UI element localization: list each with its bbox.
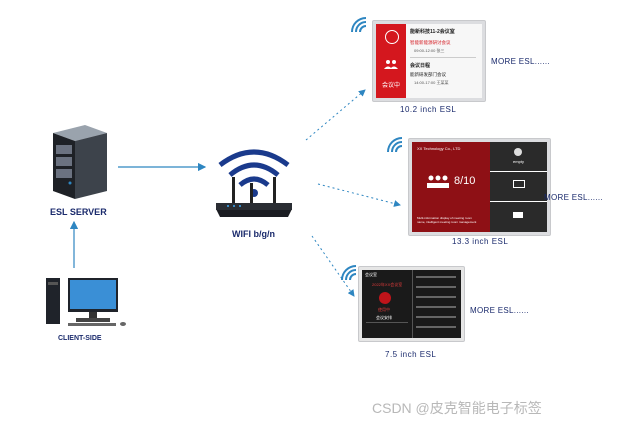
esl3-list-title: 会议安排 [376, 315, 392, 320]
router-to-esl3-link [311, 235, 355, 297]
esl2-slot1: empty [513, 159, 524, 164]
wifi-signal-icon [387, 137, 403, 153]
esl2-company: XX Technology Co., LTD [417, 146, 461, 151]
divider [412, 270, 413, 338]
esl-7-5-inch: 会议室 2022年XX会议室 使用中 会议安排 [358, 266, 465, 342]
desktop-computer-icon [46, 278, 126, 326]
esl1-red-panel: 会议中 [376, 24, 406, 98]
esl3-icon-row [366, 322, 408, 335]
esl2-more-label: MORE ESL...... [544, 193, 603, 202]
esl3-title: 会议室 [365, 272, 377, 277]
esl2-side-panel: empty [490, 142, 547, 232]
meeting-people-icon [426, 174, 450, 195]
device-icon [513, 212, 523, 218]
server-label: ESL SERVER [50, 207, 107, 217]
esl2-size-label: 13.3 inch ESL [452, 237, 509, 246]
esl1-time1: 09:00-12:00 张三 [414, 48, 445, 53]
wifi-router-icon [216, 149, 292, 217]
esl-13-3-inch: XX Technology Co., LTD 8/10 Multi-inform… [408, 138, 551, 236]
esl1-item1: 智能新能源研讨会议 [410, 40, 451, 45]
screen-icon [513, 180, 525, 188]
router-to-esl1-link [305, 89, 366, 141]
divider [410, 57, 476, 58]
router-to-esl2-link [317, 183, 401, 207]
wifi-signal-icon [351, 17, 367, 33]
esl1-more-label: MORE ESL...... [491, 57, 550, 66]
user-icon [514, 148, 522, 156]
esl2-footer: Multi-information display of meeting roo… [417, 216, 477, 224]
esl3-more-label: MORE ESL...... [470, 306, 529, 315]
esl-server [45, 121, 113, 199]
esl1-item2: 能新研发部门会议 [410, 72, 446, 77]
esl-10-2-inch: 会议中 能新科技11-2会议室 智能新能源研讨会议 09:00-12:00 张三… [372, 20, 486, 102]
client-label: CLIENT-SIDE [58, 335, 102, 342]
esl1-room-status: 会议中 [381, 83, 400, 89]
wifi-signal-icon [341, 265, 357, 281]
esl3-room-name: 2022年XX会议室 [372, 282, 403, 287]
router-label: WIFI b/g/n [232, 229, 275, 239]
esl1-size-label: 10.2 inch ESL [400, 105, 457, 114]
logo-icon [385, 30, 399, 44]
esl3-status: 使用中 [378, 307, 390, 312]
status-icon [379, 292, 391, 304]
esl1-top-title: 能新科技11-2会议室 [410, 29, 455, 35]
people-icon [384, 56, 398, 69]
server-tower-icon [53, 125, 107, 199]
esl1-time2: 14:00-17:00 王某某 [414, 80, 449, 85]
wifi-router [212, 145, 296, 221]
client-computer [44, 276, 128, 328]
esl2-count: 8/10 [454, 175, 476, 187]
esl1-section2: 会议日程 [410, 63, 431, 69]
esl3-size-label: 7.5 inch ESL [385, 350, 437, 359]
watermark: CSDN @皮克智能电子标签 [372, 400, 542, 416]
